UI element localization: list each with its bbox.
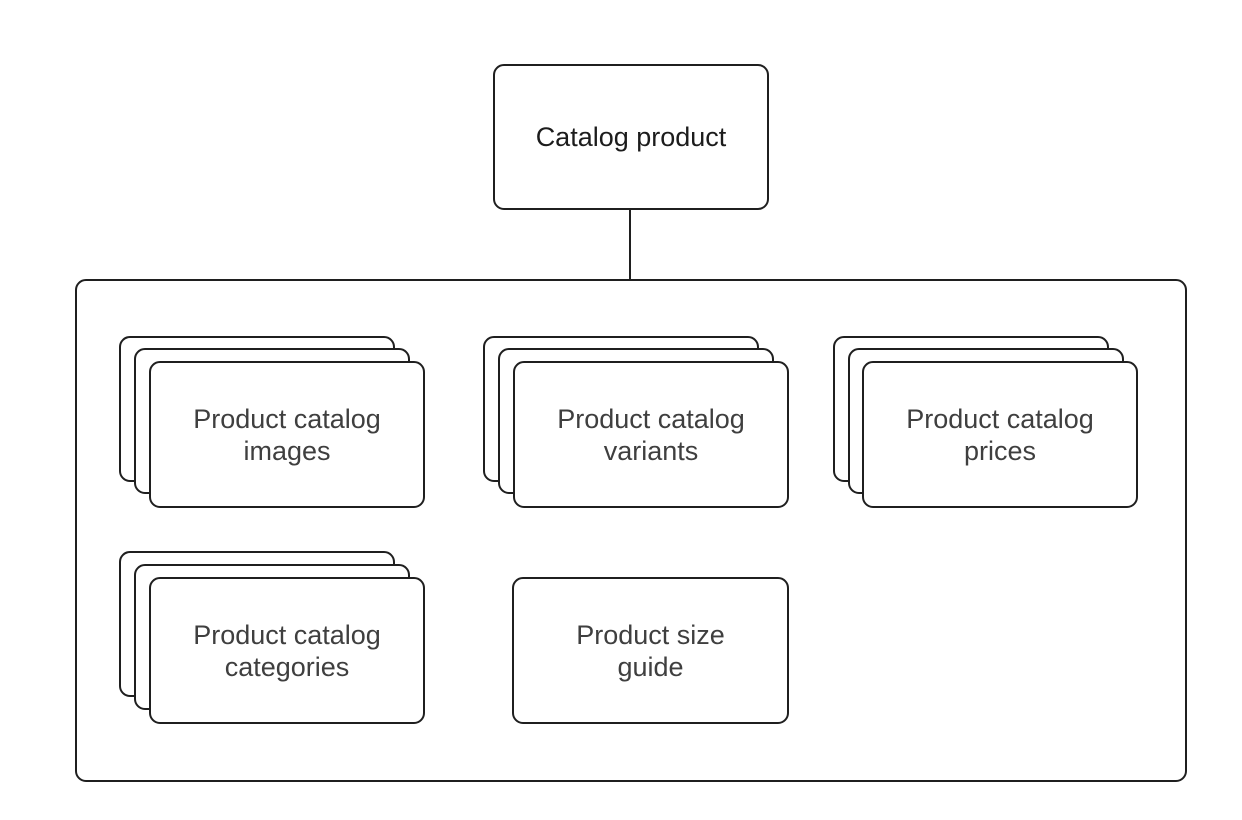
node-label: Product catalog variants bbox=[557, 403, 745, 466]
node-product-catalog-images: Product catalog images bbox=[149, 361, 425, 508]
node-product-catalog-categories: Product catalog categories bbox=[149, 577, 425, 724]
node-product-catalog-prices: Product catalog prices bbox=[862, 361, 1138, 508]
node-label: Product size guide bbox=[576, 619, 725, 682]
node-product-catalog-variants: Product catalog variants bbox=[513, 361, 789, 508]
root-node-label: Catalog product bbox=[535, 122, 727, 152]
node-label: Product catalog images bbox=[193, 403, 381, 466]
root-node: Catalog product bbox=[493, 64, 769, 210]
node-label: Product catalog categories bbox=[193, 619, 381, 682]
node-label: Product catalog prices bbox=[906, 403, 1094, 466]
root-connector bbox=[629, 210, 631, 280]
node-product-size-guide: Product size guide bbox=[512, 577, 789, 724]
